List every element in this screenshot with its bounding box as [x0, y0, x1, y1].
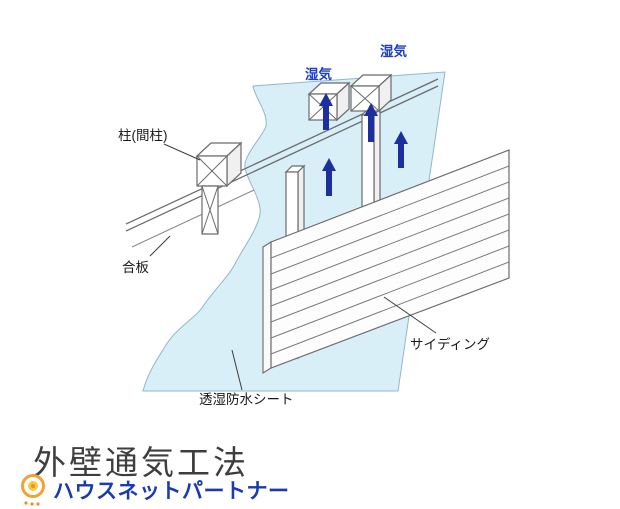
moisture-up-arrow-icon [394, 131, 408, 168]
moisture-label-left: 湿気 [305, 66, 332, 82]
moisture-up-arrows [319, 93, 408, 196]
moisture-sheet-label: 透湿防水シート [199, 392, 294, 407]
brand-logo-icon [21, 474, 45, 506]
moisture-label-right: 湿気 [380, 43, 407, 59]
furring-top-box-right [349, 73, 393, 113]
moisture-up-arrow-icon [364, 103, 378, 142]
brand-name: ハウスネットパートナー [53, 480, 290, 503]
pillar-leader-line [163, 143, 201, 161]
siding-label: サイディング [410, 336, 490, 352]
construction-diagram: 柱(間柱) 合板 透湿防水シート サイディング 湿気 湿気 [118, 43, 510, 407]
siding-leader-line [383, 296, 437, 334]
moisture-up-arrow-icon [322, 158, 336, 196]
brand-row: ハウスネットパートナー [16, 472, 290, 508]
siding-panel [262, 149, 510, 374]
pillar-label: 柱(間柱) [118, 128, 168, 143]
sheet-leader-line [231, 349, 243, 391]
moisture-up-arrow-icon [319, 93, 333, 130]
plywood-label: 合板 [122, 260, 149, 275]
page-title: 外壁通気工法 [33, 443, 249, 482]
plywood-leader-line [149, 235, 171, 257]
stud-box [195, 141, 243, 235]
